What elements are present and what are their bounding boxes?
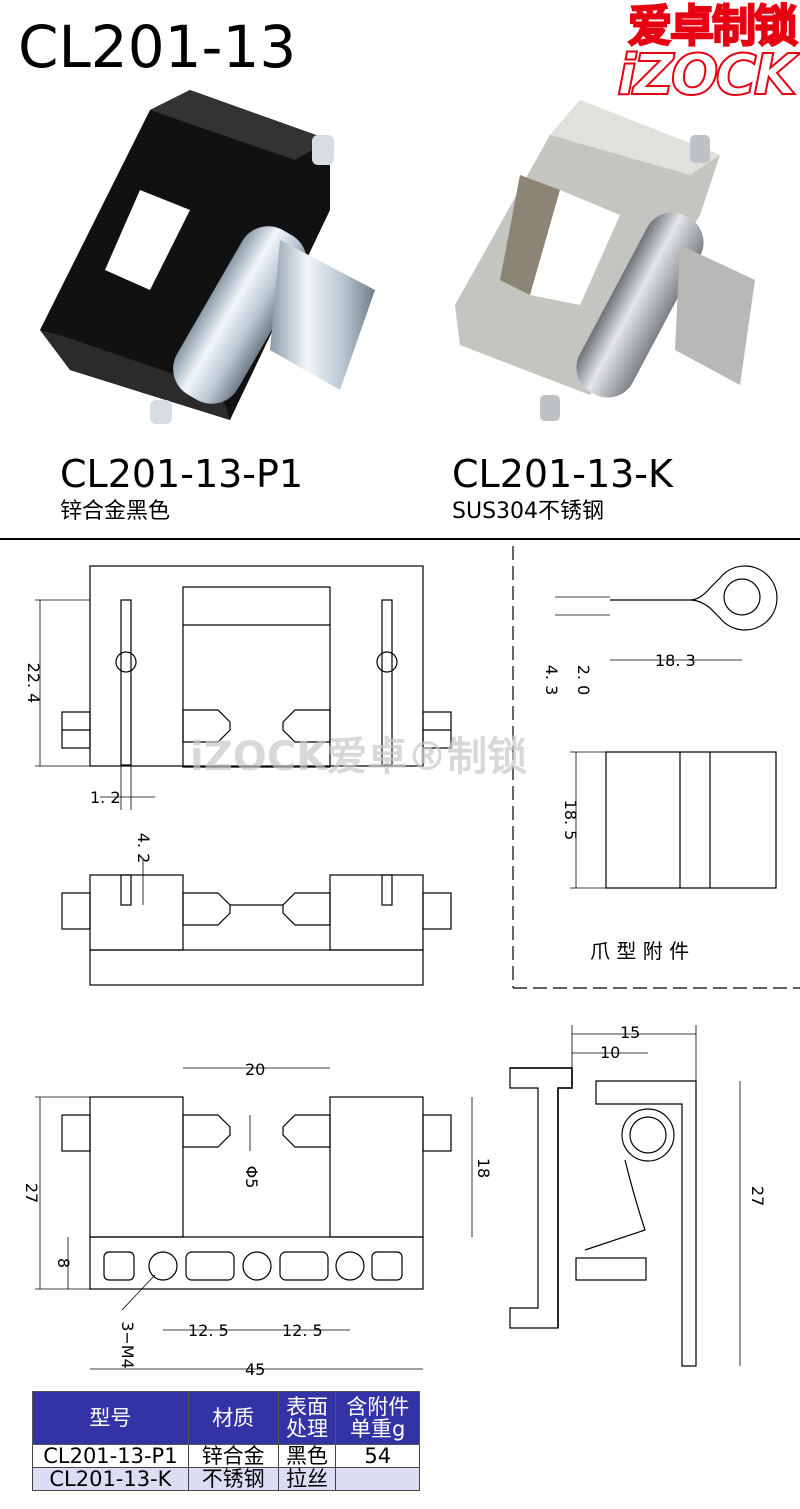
cell-material: 不锈钢 — [187, 1467, 279, 1491]
dim-3-m4: 3−M4 — [118, 1321, 137, 1369]
claw-accessory-label: 爪 型 附 件 — [590, 939, 689, 963]
product-material-p1: 锌合金黑色 — [60, 499, 171, 524]
section-divider — [0, 538, 800, 540]
dim-10: 10 — [600, 1043, 620, 1062]
dim-22-4: 22. 4 — [24, 663, 43, 704]
dim-8: 8 — [54, 1258, 73, 1268]
product-model-p1: CL201-13-P1 — [60, 452, 304, 496]
dim-4-2: 4. 2 — [134, 833, 153, 864]
dim-phi5: Φ5 — [242, 1166, 261, 1189]
page-title: CL201-13 — [18, 13, 297, 81]
dim-2-0: 2. 0 — [574, 665, 593, 696]
technical-drawing: 22. 4 1. 2 4. 2 4. 3 2. 0 18. 3 18. 5 20… — [22, 546, 800, 1379]
col-header-material: 材质 — [187, 1391, 279, 1445]
dim-20: 20 — [245, 1060, 265, 1079]
dim-27-section: 27 — [748, 1186, 767, 1206]
dim-4-3: 4. 3 — [542, 665, 561, 696]
product-photo-steel-hinge — [455, 100, 755, 421]
cell-model: CL201-13-P1 — [32, 1444, 189, 1468]
cell-model: CL201-13-K — [32, 1467, 189, 1491]
product-model-k: CL201-13-K — [452, 452, 673, 496]
dim-12-5-left: 12. 5 — [188, 1321, 229, 1340]
hinge-section-view — [509, 1025, 741, 1367]
dim-18-3: 18. 3 — [655, 651, 696, 670]
product-material-k: SUS304不锈钢 — [452, 499, 605, 524]
cell-weight — [335, 1467, 420, 1491]
dim-18: 18 — [474, 1158, 493, 1178]
product-photo-black-hinge — [40, 90, 375, 424]
cell-finish: 拉丝 — [277, 1467, 337, 1491]
dim-18-5: 18. 5 — [561, 800, 580, 841]
cell-finish: 黑色 — [277, 1444, 337, 1468]
spec-table: 型号 材质 表面处理 含附件单重g CL201-13-P1 锌合金 黑色 54 … — [32, 1391, 420, 1491]
col-header-finish: 表面处理 — [277, 1391, 337, 1445]
hinge-front-view — [35, 1067, 473, 1370]
dim-45: 45 — [245, 1360, 265, 1379]
spec-table-header-row: 型号 材质 表面处理 含附件单重g — [32, 1391, 420, 1445]
claw-accessory-box — [512, 546, 800, 989]
dim-15: 15 — [620, 1023, 640, 1042]
cell-weight: 54 — [335, 1444, 420, 1468]
col-header-model: 型号 — [32, 1391, 189, 1445]
hinge-top-view — [35, 565, 452, 810]
table-row: CL201-13-P1 锌合金 黑色 54 — [32, 1444, 420, 1468]
watermark: iZOCK爱卓®制锁 — [190, 734, 527, 780]
brand-logo-cn: 爱卓制锁 — [627, 1, 799, 53]
dim-12-5-right: 12. 5 — [282, 1321, 323, 1340]
brand-logo-en: iZOCK — [616, 43, 798, 108]
hinge-side-view — [61, 860, 452, 986]
table-row: CL201-13-K 不锈钢 拉丝 — [32, 1467, 420, 1491]
cell-material: 锌合金 — [187, 1444, 279, 1468]
col-header-weight: 含附件单重g — [335, 1391, 420, 1445]
dim-27: 27 — [22, 1183, 41, 1203]
dim-1-2: 1. 2 — [90, 788, 121, 807]
